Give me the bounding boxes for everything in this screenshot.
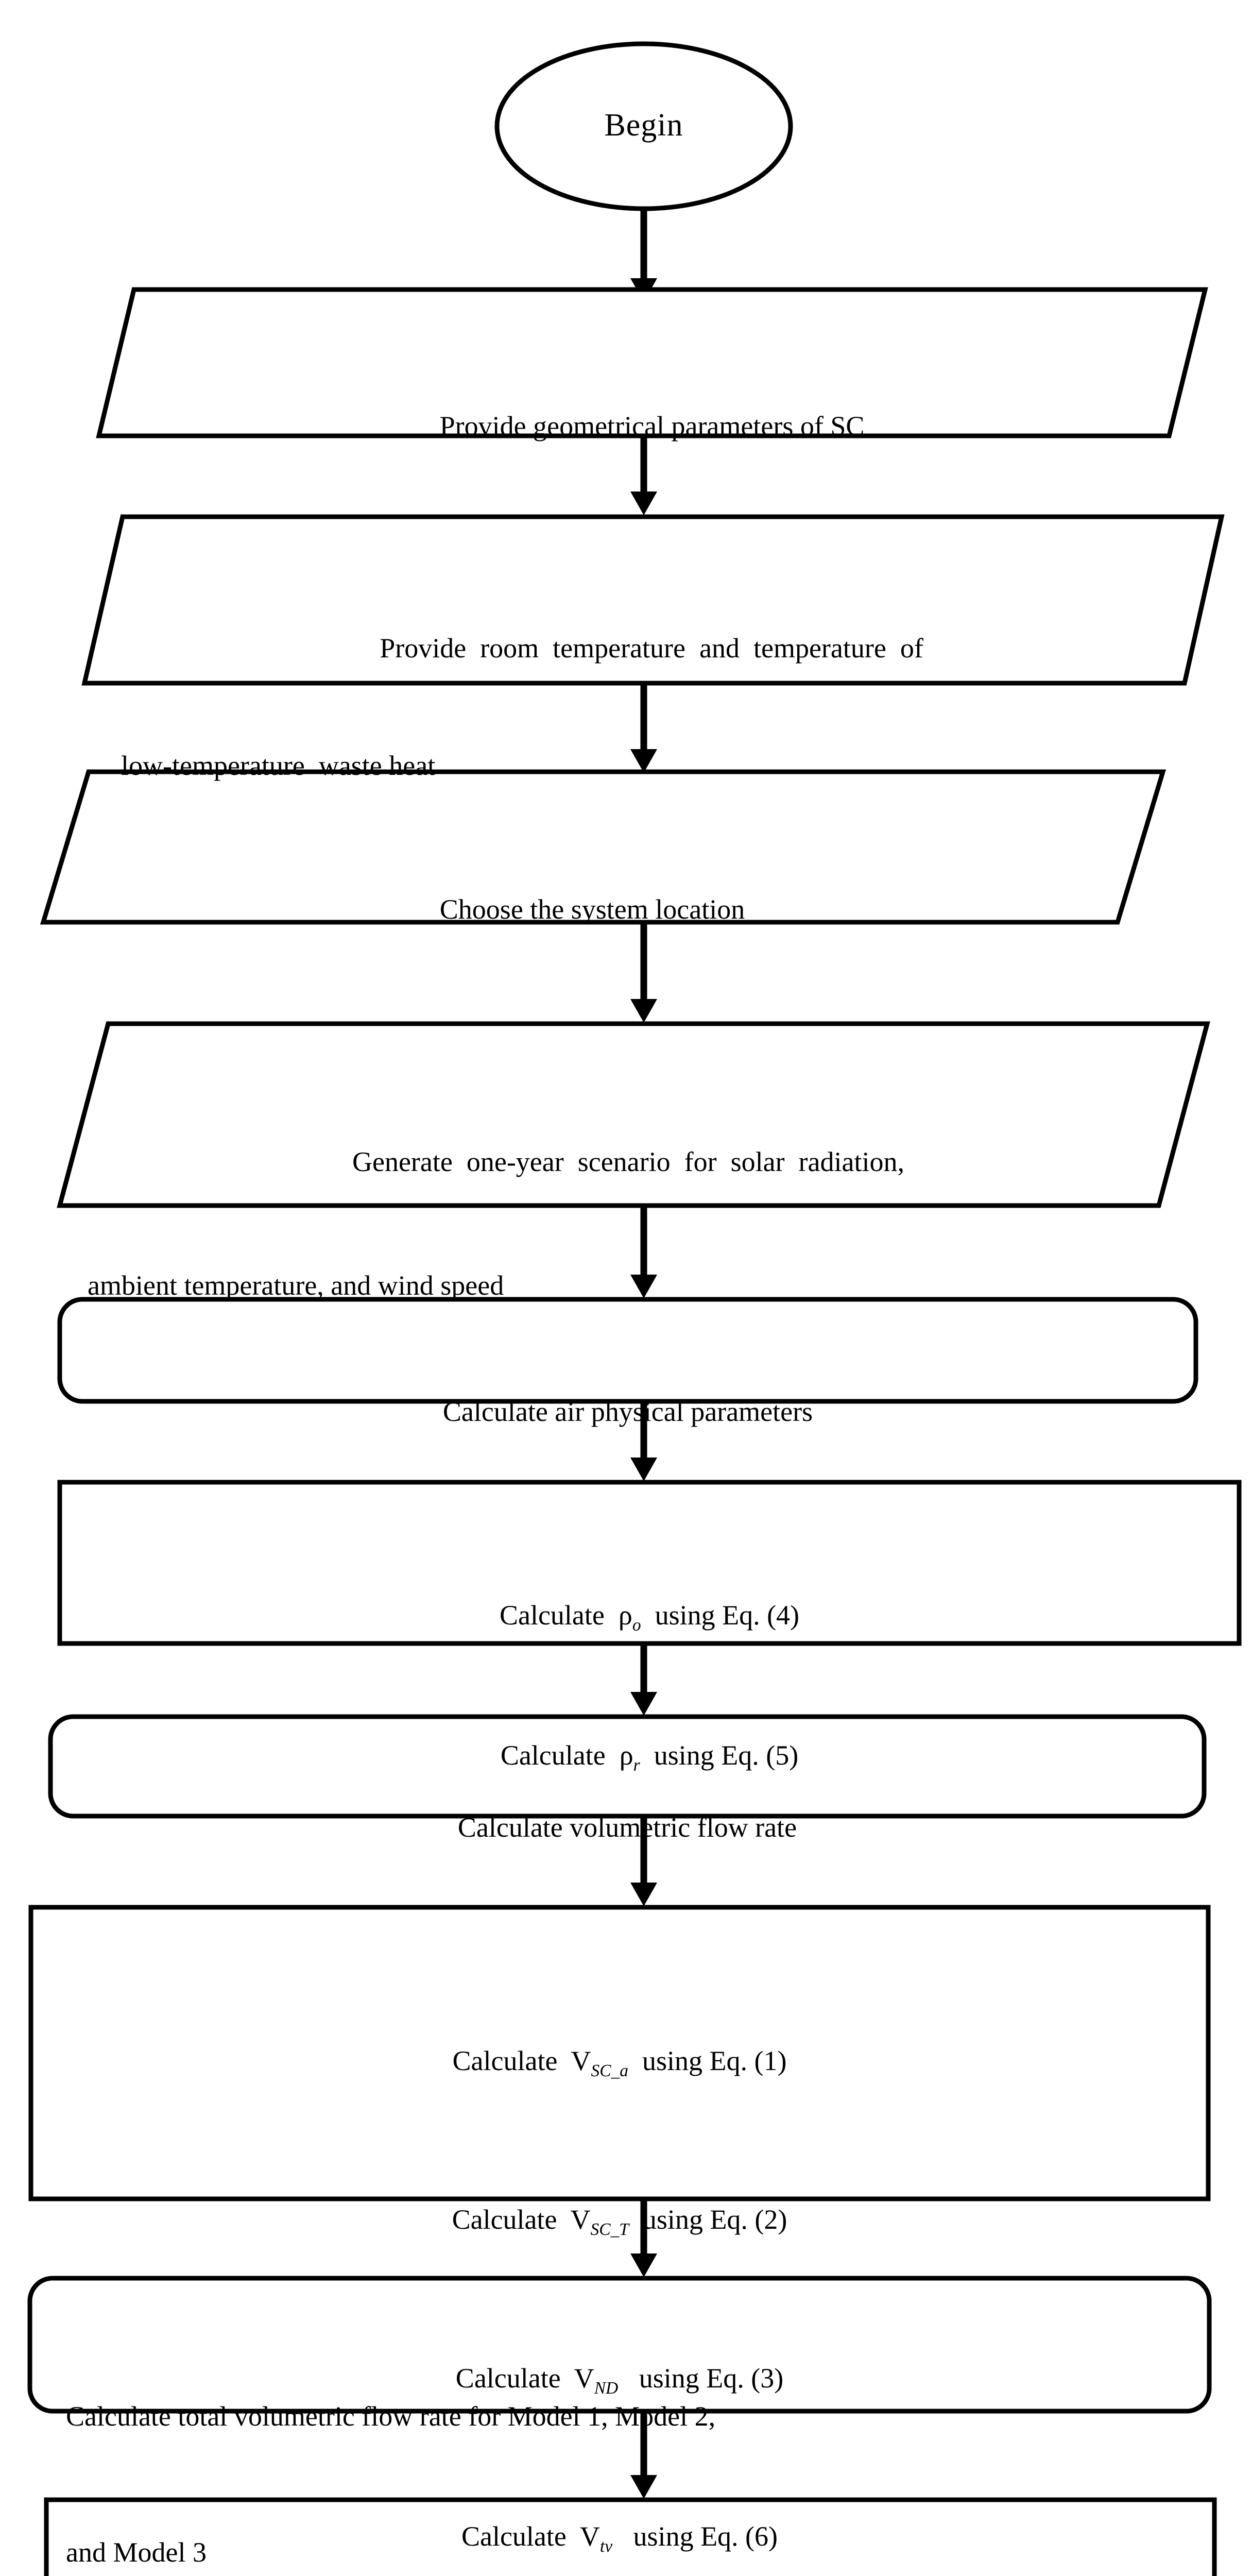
node-calc-vt-models-label: Calculate Vt for Model 2 using Eq. (7) a… [46,2527,1214,2576]
connector-calc-v-components-to-calc-total-flow [630,2199,657,2277]
eq-suffix: using Eq. (6) [612,2521,778,2552]
node-choose-location-shape[interactable] [40,769,1167,925]
node-calc-v-components-line-3: Calculate VND using Eq. (3) [31,2353,1208,2413]
node-calc-v-components-line-2: Calculate VSC_T using Eq. (2) [31,2195,1208,2255]
eq-prefix: Calculate ρ [500,1739,633,1771]
connector-generate-scenario-to-calc-air-params [630,1206,657,1298]
eq-prefix: Calculate V [452,2204,591,2235]
eq-suffix: using Eq. (4) [641,1600,800,1631]
connector-calc-air-params-to-calc-densities [630,1401,657,1481]
node-generate-scenario-shape[interactable] [57,1021,1210,1208]
node-provide-geometry-label: Provide geometrical parameters of SC [99,346,1205,506]
node-calc-densities-line-1: Calculate ρo using Eq. (4) [60,1594,1239,1647]
node-calc-total-flow-line-1: Calculate total volumetric flow rate for… [66,2401,716,2432]
node-generate-scenario-line-1: Generate one-year scenario for solar rad… [352,1146,904,1177]
eq-subscript: tv [599,2537,613,2556]
node-calc-densities-line-2: Calculate ρr using Eq. (5) [60,1734,1239,1787]
node-calc-densities-label: Calculate ρo using Eq. (4) Calculate ρr … [60,1507,1239,1874]
node-provide-geometry-shape[interactable] [96,287,1208,438]
eq-prefix: Calculate ρ [499,1600,632,1631]
node-calc-v-components-label: Calculate VSC_a using Eq. (1) Calculate … [31,1937,1208,2576]
node-begin-shape[interactable] [494,41,793,211]
connector-calc-densities-to-calc-volumetric-flow [630,1643,657,1716]
eq-prefix: Calculate V [461,2521,600,2552]
connector-calc-total-flow-to-calc-vt-models [630,2411,657,2499]
node-calc-volumetric-flow-shape[interactable] [48,1714,1207,1819]
node-calc-air-params-line-1: Calculate air physical parameters [442,1396,813,1427]
connector-provide-geometry-to-provide-temperatures [630,436,657,515]
node-calc-total-flow-line-2: and Model 3 [66,2537,207,2568]
node-choose-location-label: Choose the system location [57,829,1128,989]
connector-choose-location-to-generate-scenario [630,922,657,1023]
eq-suffix: using Eq. (2) [628,2204,787,2235]
eq-suffix: using Eq. (5) [640,1739,799,1771]
node-calc-air-params-label: Calculate air physical parameters [60,1332,1196,1492]
node-calc-vt-models-shape[interactable] [44,2497,1217,2576]
node-calc-total-flow-label: Calculate total volumetric flow rate for… [66,2303,1189,2576]
node-calc-total-flow-shape[interactable] [27,2276,1212,2414]
eq-prefix: Calculate V [452,2045,591,2076]
node-generate-scenario-line-2: ambient temperature, and wind speed [88,1270,504,1301]
node-calc-air-params-shape[interactable] [57,1297,1198,1404]
eq-subscript: r [633,1755,640,1775]
node-calc-v-components-line-4: Calculate Vtv using Eq. (6) [31,2512,1208,2571]
node-calc-volumetric-flow-line-1: Calculate volumetric flow rate [457,1812,797,1843]
node-calc-volumetric-flow-label: Calculate volumetric flow rate [50,1748,1204,1907]
eq-subscript: o [632,1615,641,1635]
eq-prefix: Calculate V [455,2362,594,2394]
node-provide-temperatures-line-1: Provide room temperature and temperature… [380,633,923,664]
eq-subscript: SC_T [590,2219,629,2239]
node-calc-v-components-line-1: Calculate VSC_a using Eq. (1) [31,2036,1208,2096]
connector-calc-volumetric-flow-to-calc-v-components [630,1816,657,1906]
node-calc-v-components-shape[interactable] [28,1905,1211,2201]
node-calc-densities-shape[interactable] [57,1480,1242,1646]
node-provide-temperatures-shape[interactable] [81,514,1225,686]
node-provide-temperatures-line-2: low-temperature waste heat [121,750,436,781]
node-provide-geometry-line-1: Provide geometrical parameters of SC [439,411,865,442]
connector-provide-temperatures-to-choose-location [630,683,657,773]
node-provide-temperatures-label: Provide room temperature and temperature… [121,550,1182,863]
node-begin-label: Begin [604,108,683,143]
eq-subscript: SC_a [591,2061,628,2080]
eq-suffix: using Eq. (1) [628,2045,787,2076]
eq-subscript: ND [594,2378,619,2398]
eq-suffix: using Eq. (3) [618,2362,784,2394]
node-generate-scenario-label: Generate one-year scenario for solar rad… [88,1059,1169,1388]
node-choose-location-line-1: Choose the system location [439,894,745,925]
